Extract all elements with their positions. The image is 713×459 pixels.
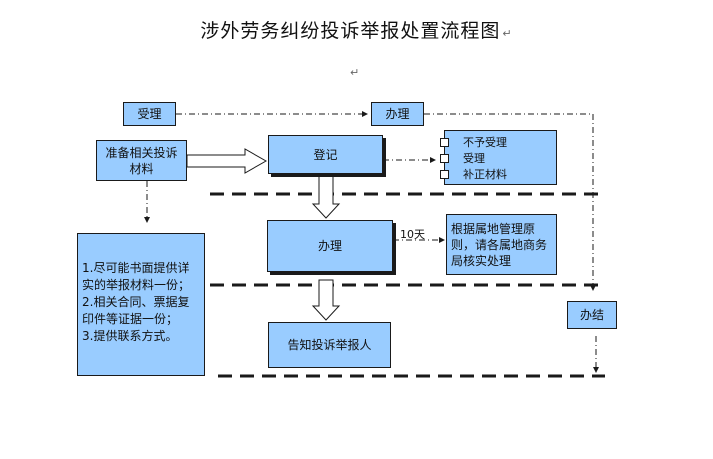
node-accept-label: 受理 <box>137 107 162 121</box>
option-item: 补正材料 <box>440 166 507 182</box>
checkbox-icon <box>440 169 449 179</box>
node-notify: 告知投诉举报人 <box>268 322 391 368</box>
arrow-prepare-to-register <box>186 148 268 174</box>
option-label: 不予受理 <box>463 136 507 149</box>
option-label: 补正材料 <box>463 168 507 181</box>
node-notify-label: 告知投诉举报人 <box>287 338 372 352</box>
node-handle-mid: 办理 <box>267 220 393 272</box>
node-territory: 根据属地管理原则，请各属地商务局核实处理 <box>446 214 557 275</box>
title-text: 涉外劳务纠纷投诉举报处置流程图 <box>200 20 501 42</box>
node-close-label: 办结 <box>579 308 604 322</box>
checkbox-icon <box>440 137 449 147</box>
paragraph-mark-icon: ↵ <box>350 66 360 79</box>
materials-item-1: 1.尽可能书面提供详实的举报材料一份； <box>82 261 191 292</box>
node-close: 办结 <box>567 301 617 329</box>
node-territory-label: 根据属地管理原则，请各属地商务局核实处理 <box>451 221 548 268</box>
paragraph-mark-icon: ↵ <box>502 27 513 40</box>
materials-item-3: 3.提供联系方式。 <box>82 329 178 343</box>
node-register: 登记 <box>268 135 383 174</box>
node-prepare: 准备相关投诉材料 <box>96 140 187 181</box>
node-accept: 受理 <box>123 102 176 126</box>
connector-handle-to-close <box>424 113 596 291</box>
option-item: 不予受理 <box>440 134 507 150</box>
node-handle-top: 办理 <box>371 102 424 126</box>
options-list: 不予受理 受理 补正材料 <box>440 134 507 182</box>
time-limit-label: 10天 <box>400 228 425 241</box>
arrow-handle-to-notify <box>311 279 341 321</box>
materials-item-2: 2.相关合同、票据复印件等证据一份； <box>82 295 190 326</box>
diagram-title: 涉外劳务纠纷投诉举报处置流程图↵ <box>0 16 713 43</box>
node-handle-mid-label: 办理 <box>317 239 342 253</box>
node-prepare-label: 准备相关投诉材料 <box>105 145 178 176</box>
option-item: 受理 <box>440 150 507 166</box>
option-label: 受理 <box>463 152 485 165</box>
node-options <box>444 130 557 185</box>
checkbox-icon <box>440 153 449 163</box>
node-register-label: 登记 <box>313 147 338 162</box>
node-handle-top-label: 办理 <box>385 107 410 121</box>
node-materials: 1.尽可能书面提供详实的举报材料一份； 2.相关合同、票据复印件等证据一份； 3… <box>77 233 205 376</box>
arrow-register-to-handle <box>311 174 341 219</box>
